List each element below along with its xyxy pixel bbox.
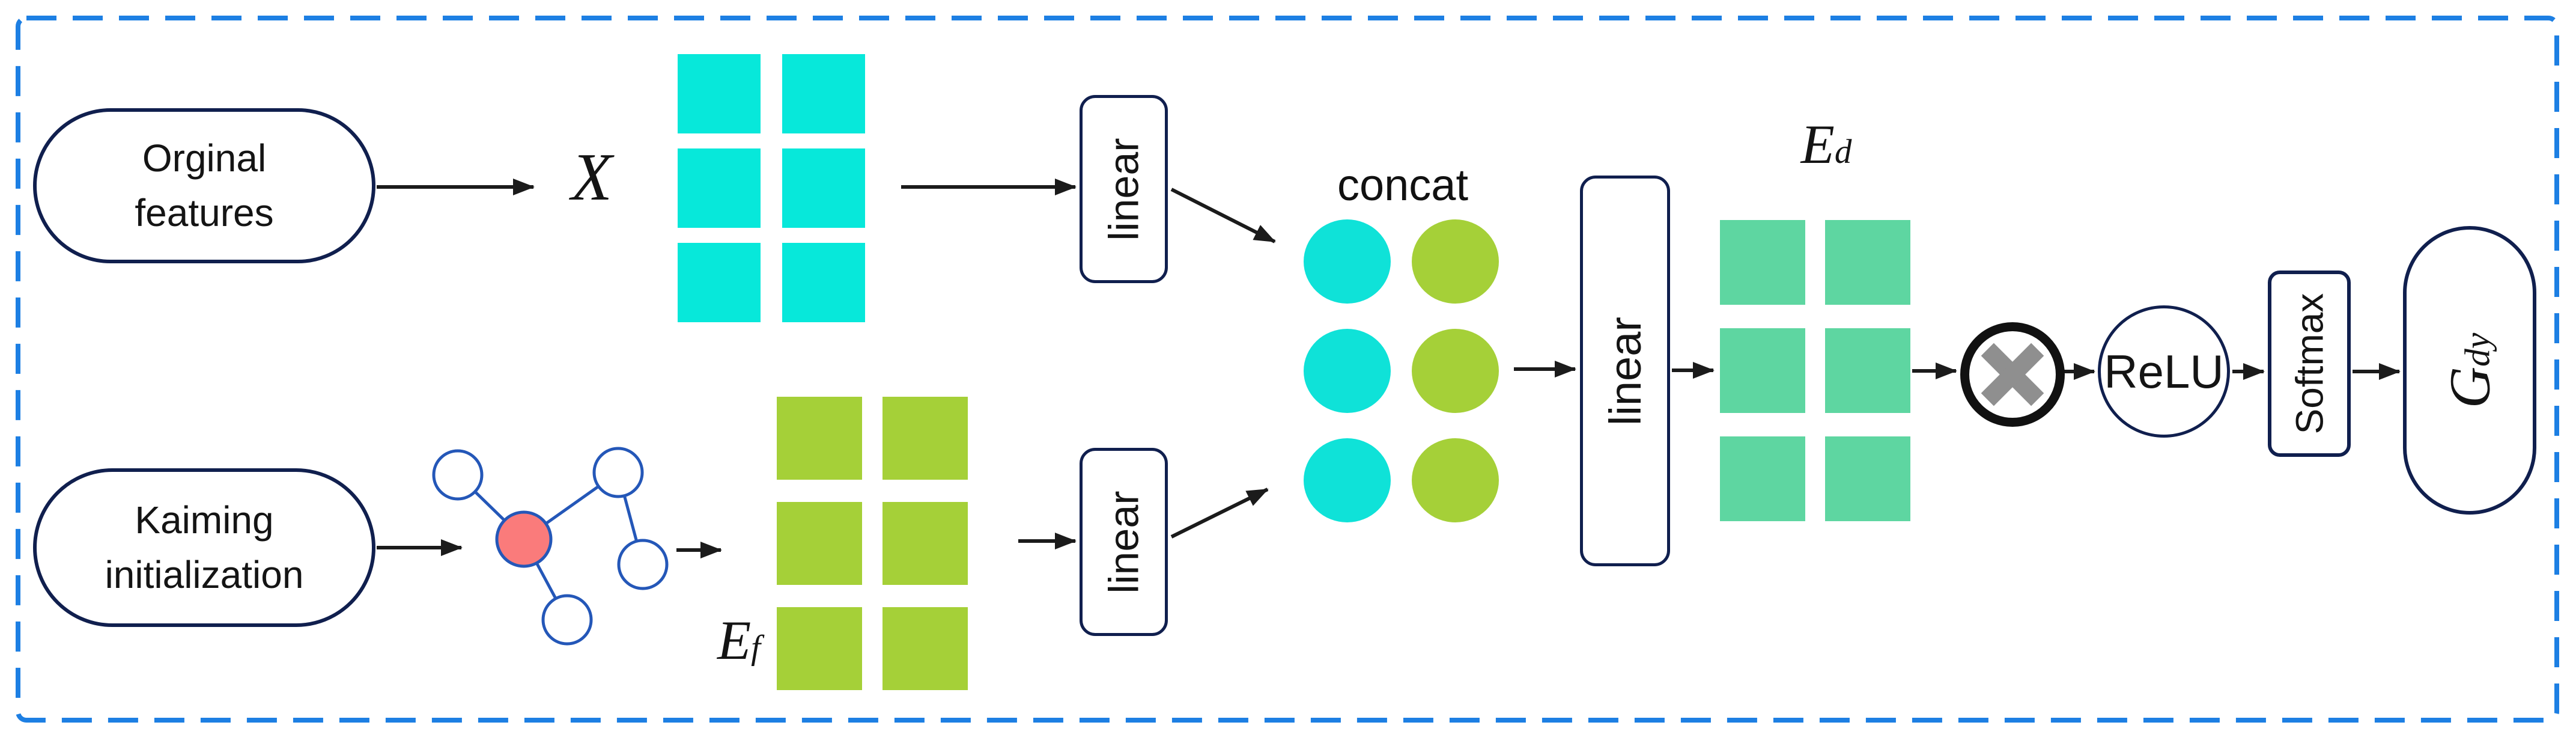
matrix-cell [882,607,968,690]
ed-label-sub: d [1834,133,1852,171]
linear-mid-label: linear [1600,316,1650,426]
concat-dot [1304,329,1391,413]
graph-node [592,447,644,498]
arrow-linear-top-to-concat [1170,188,1276,243]
ef-label-sub: f [751,629,761,667]
kaiming-label-line1: Kaiming [135,498,274,542]
concat-dot [1412,219,1499,304]
graph-icon [432,447,669,646]
relu-node: ReLU [2098,305,2230,438]
matrix-cell [1825,220,1910,305]
dashed-frame [16,16,2559,723]
matrix-cell [1720,328,1805,413]
matrix-cell [782,243,865,322]
matrix-cell [782,54,865,133]
matrix-cell [1825,328,1910,413]
ef-matrix-grid [777,397,968,690]
concat-dot [1304,219,1391,304]
original-features-node: Orginal features [33,108,375,263]
kaiming-label-line2: initialization [105,553,304,596]
concat-dot [1412,438,1499,522]
arrow-linear-bottom-to-concat [1170,488,1269,539]
ef-label-main: E [717,610,752,671]
graph-node [617,539,669,590]
linear-top-box: linear [1080,95,1168,283]
x-matrix-label: X [571,139,613,215]
matrix-cell [678,54,761,133]
concat-label: concat [1337,159,1469,210]
softmax-box: Softmax [2268,271,2351,457]
multiply-icon [1960,322,2065,427]
matrix-cell [1720,220,1805,305]
original-features-label-line2: features [135,191,274,234]
matrix-cell [777,397,862,480]
matrix-cell [1825,436,1910,521]
concat-grid [1304,219,1499,522]
ed-matrix-grid [1720,220,1910,521]
graph-center-node [495,510,553,568]
linear-mid-box: linear [1580,176,1670,566]
concat-dot [1412,329,1499,413]
matrix-cell [777,502,862,585]
matrix-cell [777,607,862,690]
matrix-cell [782,148,865,228]
gdy-label-main: G [2437,366,2502,408]
matrix-cell [882,502,968,585]
matrix-cell [882,397,968,480]
gdy-label-sub: dy [2457,332,2497,367]
matrix-cell [1720,436,1805,521]
linear-bottom-box: linear [1080,448,1168,636]
linear-top-label: linear [1100,137,1147,241]
kaiming-initialization-node: Kaiming initialization [33,468,375,627]
linear-bottom-label: linear [1100,490,1147,594]
original-features-label-line1: Orginal [142,136,267,180]
ed-label-main: E [1800,114,1835,175]
relu-label: ReLU [2104,344,2224,398]
matrix-cell [678,148,761,228]
x-matrix-grid [678,54,865,322]
concat-dot [1304,438,1391,522]
graph-node [541,594,593,646]
softmax-label: Softmax [2288,293,2331,435]
graph-node [432,449,484,501]
matrix-cell [678,243,761,322]
